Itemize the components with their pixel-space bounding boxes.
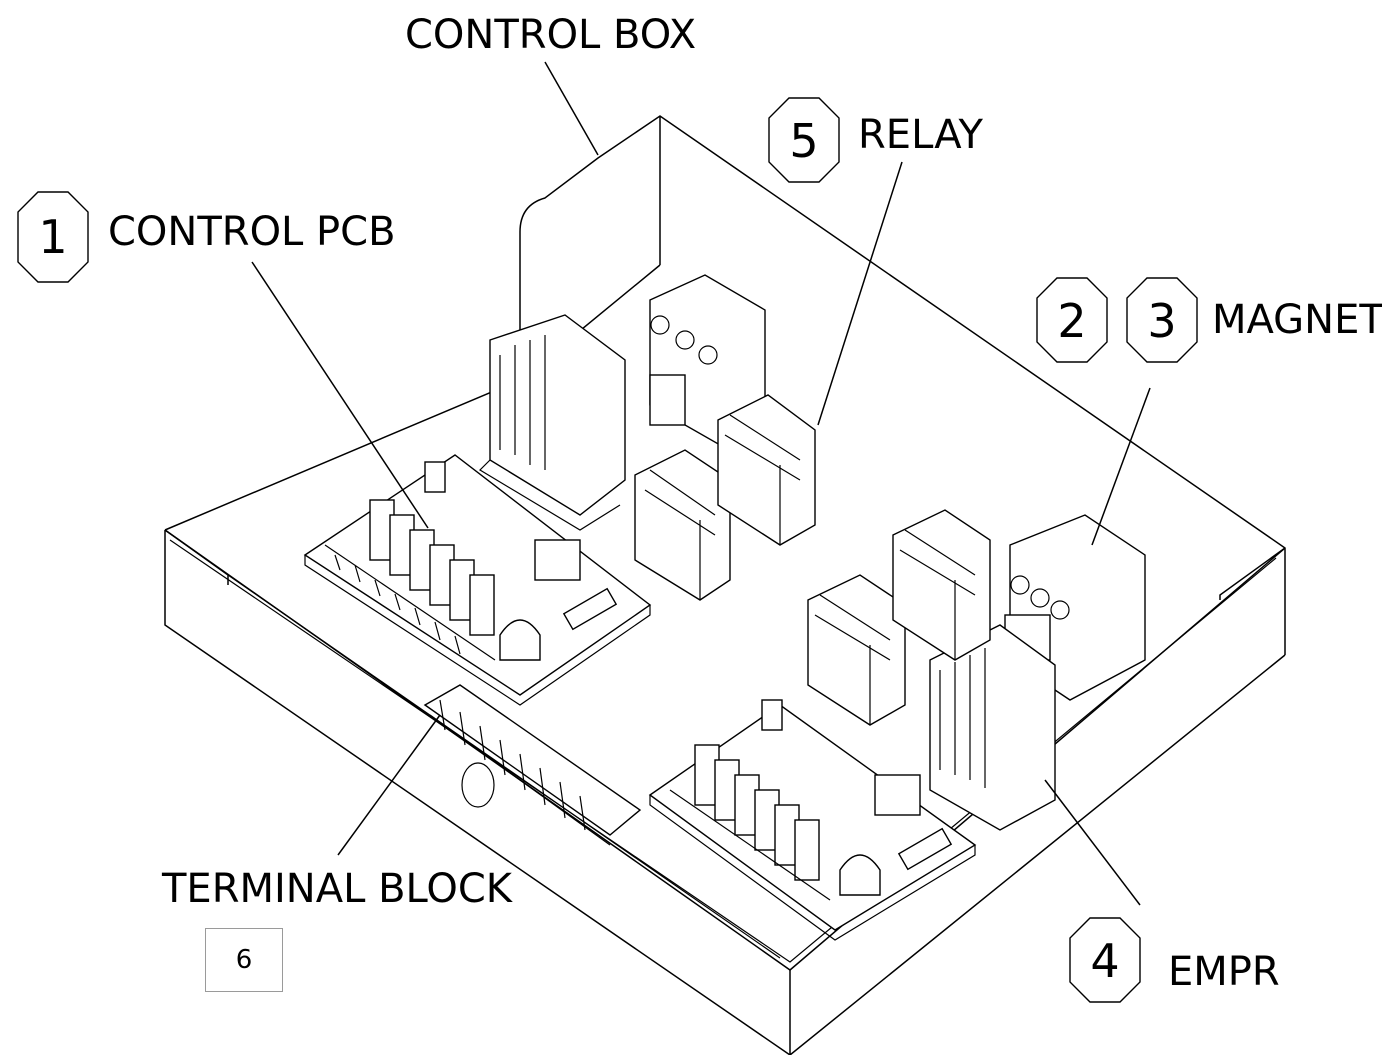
empr-unit bbox=[929, 624, 1056, 831]
magnet-contactor-back-left bbox=[479, 314, 626, 531]
label-magnet: MAGNET bbox=[1212, 297, 1382, 343]
leader-control-pcb bbox=[251, 261, 429, 529]
svg-text:3: 3 bbox=[1147, 294, 1176, 348]
callout-2: 2 bbox=[1036, 277, 1108, 363]
label-control-box: CONTROL BOX bbox=[405, 12, 696, 58]
relay-block-1 bbox=[634, 449, 731, 601]
leader-terminal-block bbox=[337, 714, 441, 856]
svg-text:5: 5 bbox=[789, 114, 818, 168]
relay-block-4 bbox=[892, 509, 991, 661]
label-relay: RELAY bbox=[858, 112, 984, 158]
magnet-contactor-back-center bbox=[649, 274, 766, 446]
page-number-box: 6 bbox=[205, 928, 283, 992]
relay-block-2 bbox=[717, 394, 816, 546]
leader-control-box bbox=[544, 61, 599, 156]
callout-1: 1 bbox=[17, 191, 89, 283]
terminal-block bbox=[423, 684, 642, 846]
pcb-transformer bbox=[534, 539, 581, 581]
page-number: 6 bbox=[235, 945, 253, 975]
pcb-relay-bank-lower bbox=[694, 744, 820, 881]
label-terminal-block: TERMINAL BLOCK bbox=[161, 866, 514, 912]
svg-text:4: 4 bbox=[1090, 934, 1119, 988]
control-pcb-upper bbox=[303, 454, 652, 706]
callout-4: 4 bbox=[1069, 917, 1141, 1003]
callout-5: 5 bbox=[768, 97, 840, 183]
leader-magnet bbox=[1091, 387, 1151, 546]
svg-text:2: 2 bbox=[1057, 294, 1086, 348]
leader-relay bbox=[817, 161, 903, 426]
label-control-pcb: CONTROL PCB bbox=[108, 209, 396, 255]
pcb-capacitor bbox=[499, 619, 541, 661]
label-empr: EMPR bbox=[1168, 949, 1280, 995]
pcb-component bbox=[424, 461, 446, 493]
pcb-relay-bank bbox=[369, 499, 495, 636]
svg-text:1: 1 bbox=[38, 210, 67, 264]
relay-block-3 bbox=[807, 574, 906, 726]
control-pcb-lower bbox=[648, 699, 977, 941]
callout-3: 3 bbox=[1126, 277, 1198, 363]
leader-lines bbox=[251, 61, 1151, 906]
leader-empr bbox=[1044, 779, 1141, 906]
